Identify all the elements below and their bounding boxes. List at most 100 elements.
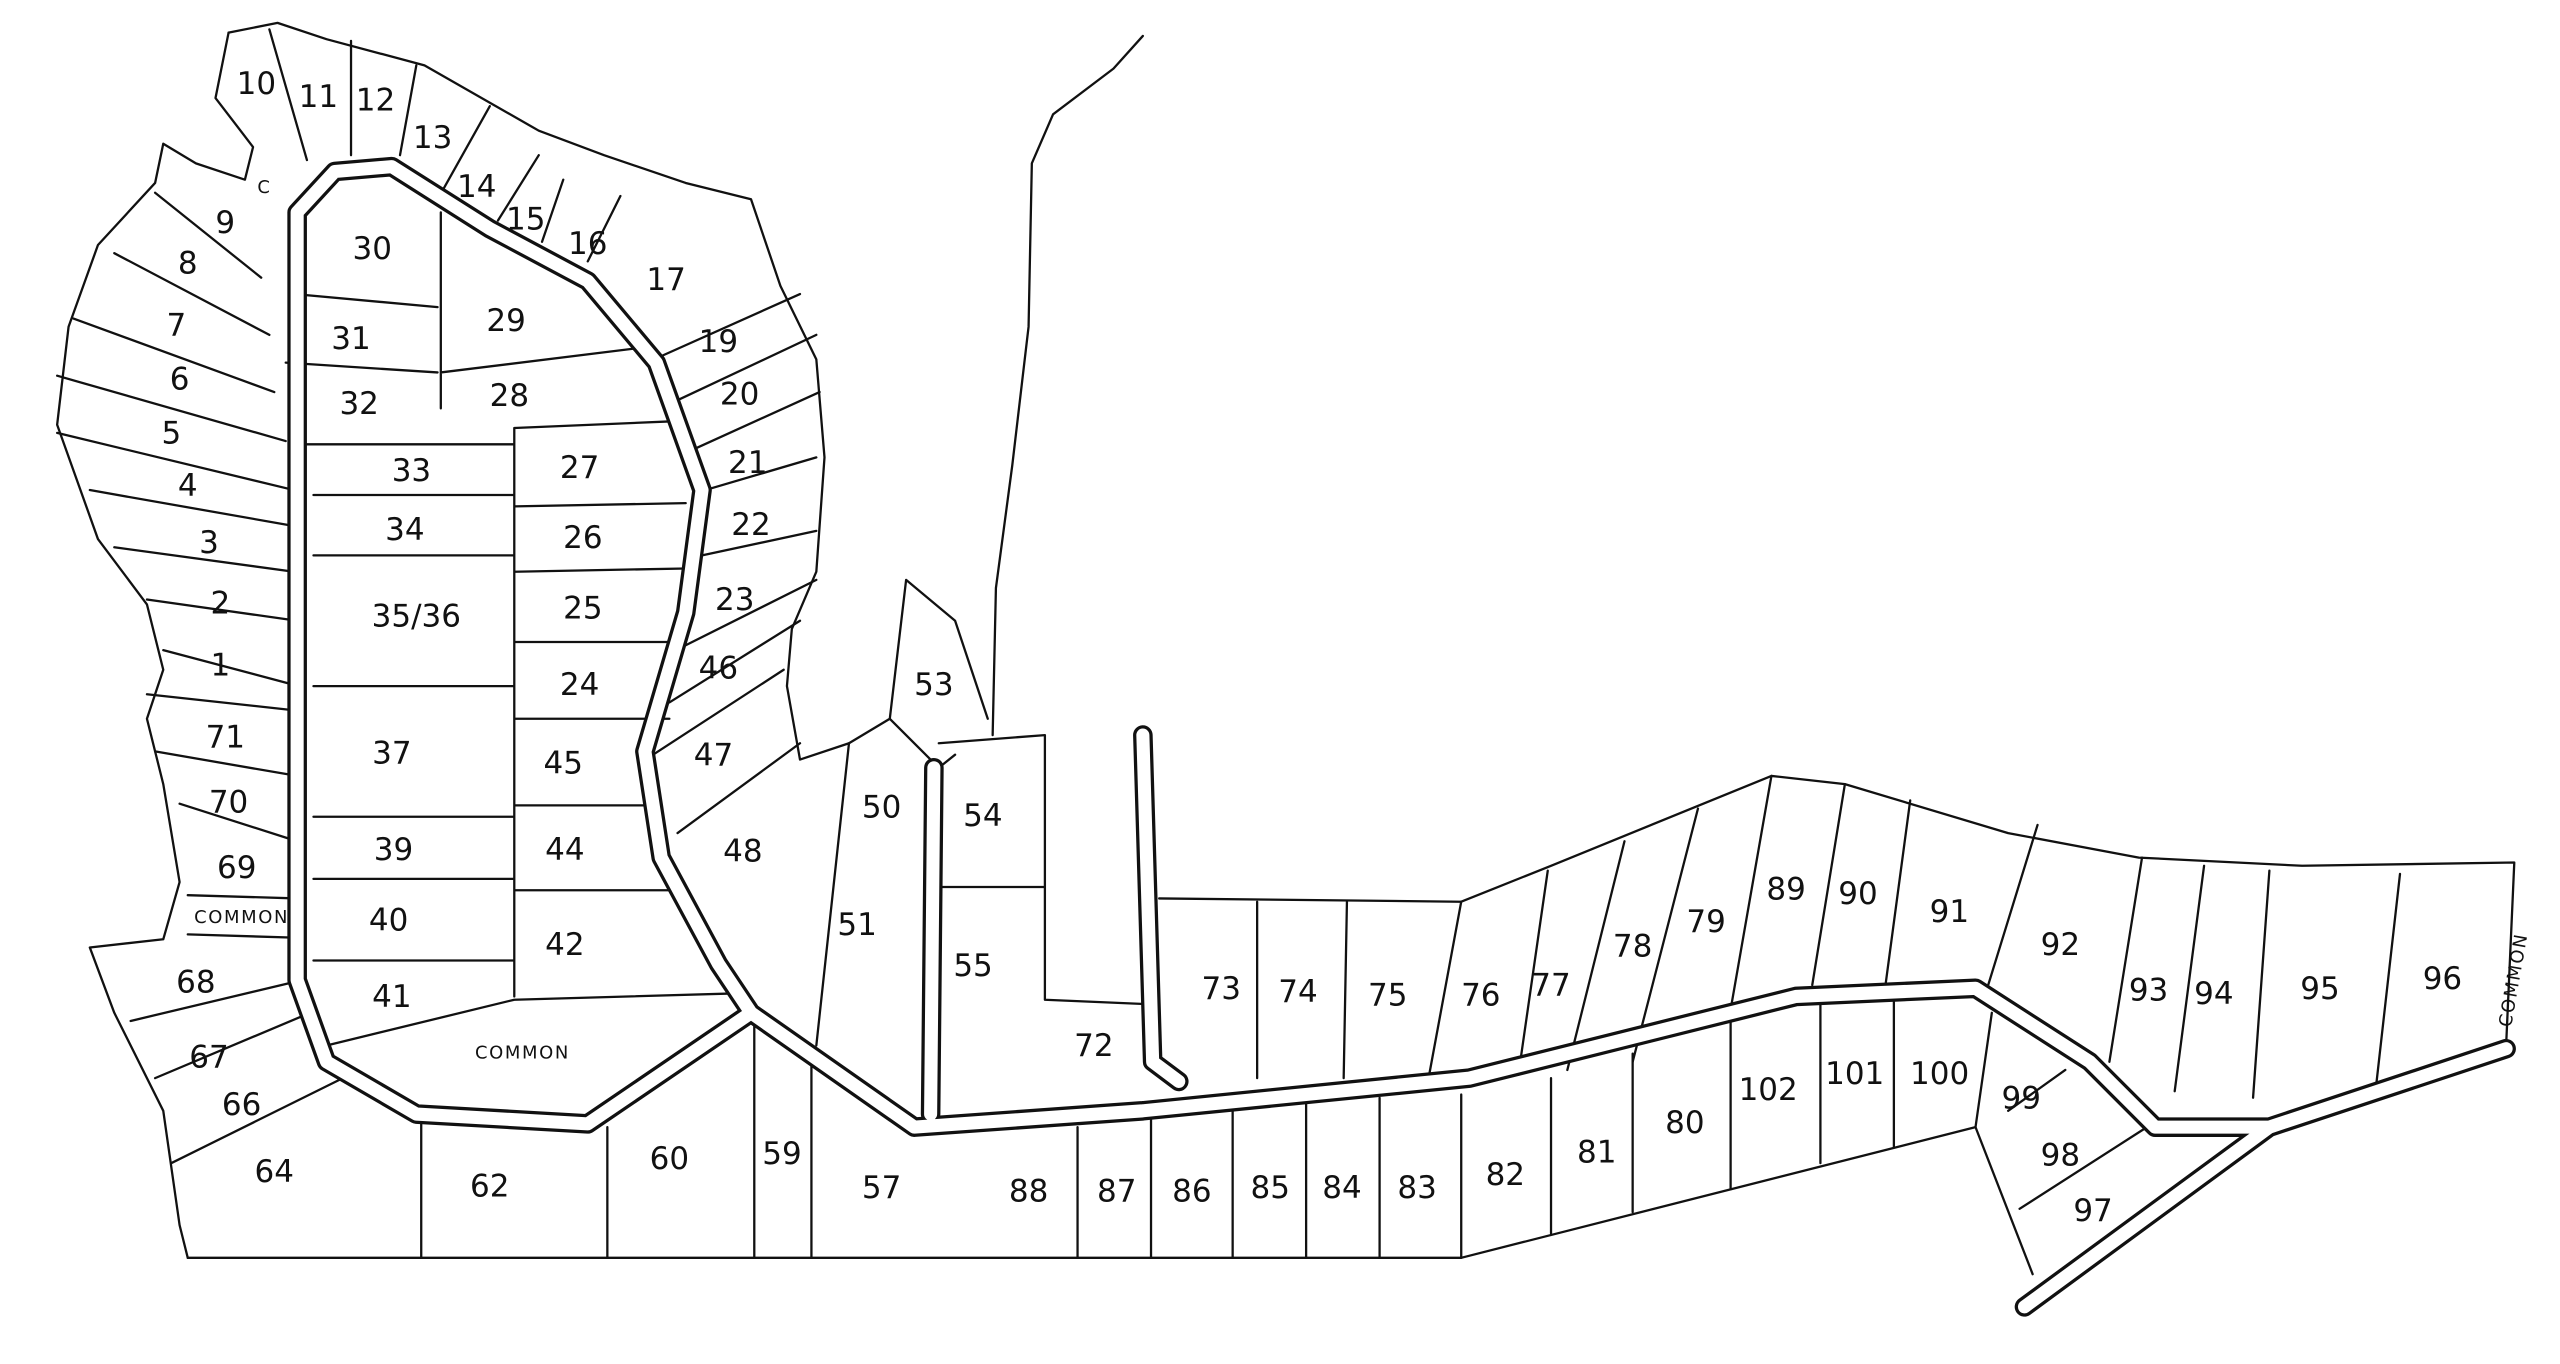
lot-label: 13 [413, 120, 452, 156]
lot-label: 27 [560, 450, 599, 486]
lot-label: 91 [1930, 894, 1969, 930]
lot-label: 5 [162, 416, 182, 452]
lot-label: 6 [170, 362, 190, 398]
lot-label: 9 [215, 205, 235, 241]
lot-label: 81 [1577, 1134, 1616, 1170]
lot-label: 90 [1838, 876, 1877, 912]
lot-label: 62 [470, 1169, 509, 1205]
lot-labels: 10 11 12 13 14 15 16 17 9 C 8 7 6 5 4 3 … [162, 66, 2533, 1229]
lot-label: 80 [1665, 1105, 1704, 1141]
lot-label: 64 [255, 1154, 294, 1190]
lot-label: 102 [1739, 1072, 1798, 1108]
lot-label: 50 [862, 790, 901, 826]
lot-label: 67 [189, 1040, 228, 1076]
lot-label: 85 [1250, 1170, 1289, 1206]
lot-label: 47 [694, 737, 733, 773]
lot-54-boundary [937, 733, 1161, 1006]
lot-label: 53 [914, 667, 953, 703]
lot-label: COMMON [194, 907, 289, 928]
lot-label: 1 [211, 647, 231, 683]
lot-label: 92 [2041, 927, 2080, 963]
lot-label: 12 [356, 82, 395, 118]
lot-label: 101 [1825, 1056, 1884, 1092]
lot-label: 34 [385, 512, 424, 548]
lot-label: 82 [1486, 1157, 1525, 1193]
lot-label: 4 [178, 468, 198, 504]
lot-label: C [257, 177, 271, 198]
lot-label: 84 [1322, 1170, 1361, 1206]
lot-label: 57 [862, 1170, 901, 1206]
south-boundary [186, 1125, 1977, 1259]
lot-label: 23 [715, 582, 754, 618]
lot-label: 71 [206, 719, 245, 755]
lot-label: 28 [490, 378, 529, 414]
lot-label: 16 [568, 226, 607, 262]
lot-label: 17 [646, 262, 685, 298]
lot-label: 35/36 [372, 598, 461, 634]
lot-label: 41 [372, 979, 411, 1015]
lot-label: 69 [217, 850, 256, 886]
lot-label: 93 [2129, 973, 2168, 1009]
lot-label: 72 [1074, 1028, 1113, 1064]
lot-label: 96 [2423, 961, 2462, 997]
lot-label: 46 [699, 651, 738, 687]
roads [287, 156, 2516, 1317]
lot-label: 22 [731, 507, 770, 543]
lot-label: 99 [2001, 1080, 2040, 1116]
lot-label: 77 [1531, 968, 1570, 1004]
lot-label: 3 [199, 525, 219, 561]
lot-label: 19 [699, 324, 738, 360]
lot-label: 11 [299, 79, 338, 115]
lot-label: 45 [544, 745, 583, 781]
west-coastline-left [56, 31, 255, 1259]
lot-label: 14 [457, 169, 496, 205]
lot-label: 24 [560, 667, 599, 703]
lot-label: 75 [1368, 977, 1407, 1013]
lot-99-boundary [1974, 1011, 2149, 1276]
lot-label: 98 [2041, 1138, 2080, 1174]
lot-label: 42 [545, 927, 584, 963]
lot-label: COMMON [2495, 931, 2532, 1028]
lot-label: 68 [176, 964, 215, 1000]
lot-dividers [56, 28, 2402, 1259]
lot-label: 10 [237, 66, 276, 102]
lot-label: 32 [339, 386, 378, 422]
lot-label: 78 [1613, 928, 1652, 964]
lot-label: 95 [2300, 971, 2339, 1007]
lot-label: 29 [486, 303, 525, 339]
lot-label: 73 [1201, 971, 1240, 1007]
lot-label: 26 [563, 520, 602, 556]
lot-label: 74 [1278, 974, 1317, 1010]
lot-label: 76 [1461, 977, 1500, 1013]
lot-label: 33 [392, 453, 431, 489]
lot-label: 83 [1397, 1170, 1436, 1206]
river [991, 34, 1144, 737]
lot-label: 66 [222, 1087, 261, 1123]
lot-label: 31 [331, 321, 370, 357]
lot-label: 70 [209, 785, 248, 821]
lot-label: 2 [211, 585, 231, 621]
lot-label: 21 [728, 445, 767, 481]
lot-label: 30 [353, 231, 392, 267]
lot-label: 89 [1766, 871, 1805, 907]
west-coastline [227, 21, 989, 761]
lot-label: 88 [1009, 1173, 1048, 1209]
lot-label: 55 [953, 948, 992, 984]
lot-label: 40 [369, 902, 408, 938]
lot-label: 20 [720, 376, 759, 412]
lot-label: 37 [372, 736, 411, 772]
lot-label: 44 [545, 832, 584, 868]
north-east-boundary [1158, 774, 2516, 1047]
lot-label: COMMON [475, 1043, 570, 1064]
lot-label: 51 [837, 907, 876, 943]
lot-label: 59 [762, 1136, 801, 1172]
boundary-lines [56, 21, 2516, 1276]
lot-label: 79 [1686, 904, 1725, 940]
lot-label: 39 [374, 832, 413, 868]
lot-label: 15 [506, 202, 545, 238]
lot-label: 54 [963, 798, 1002, 834]
lot-label: 86 [1172, 1173, 1211, 1209]
lot-label: 100 [1910, 1056, 1969, 1092]
lot-label: 87 [1097, 1173, 1136, 1209]
lot-label: 60 [650, 1141, 689, 1177]
